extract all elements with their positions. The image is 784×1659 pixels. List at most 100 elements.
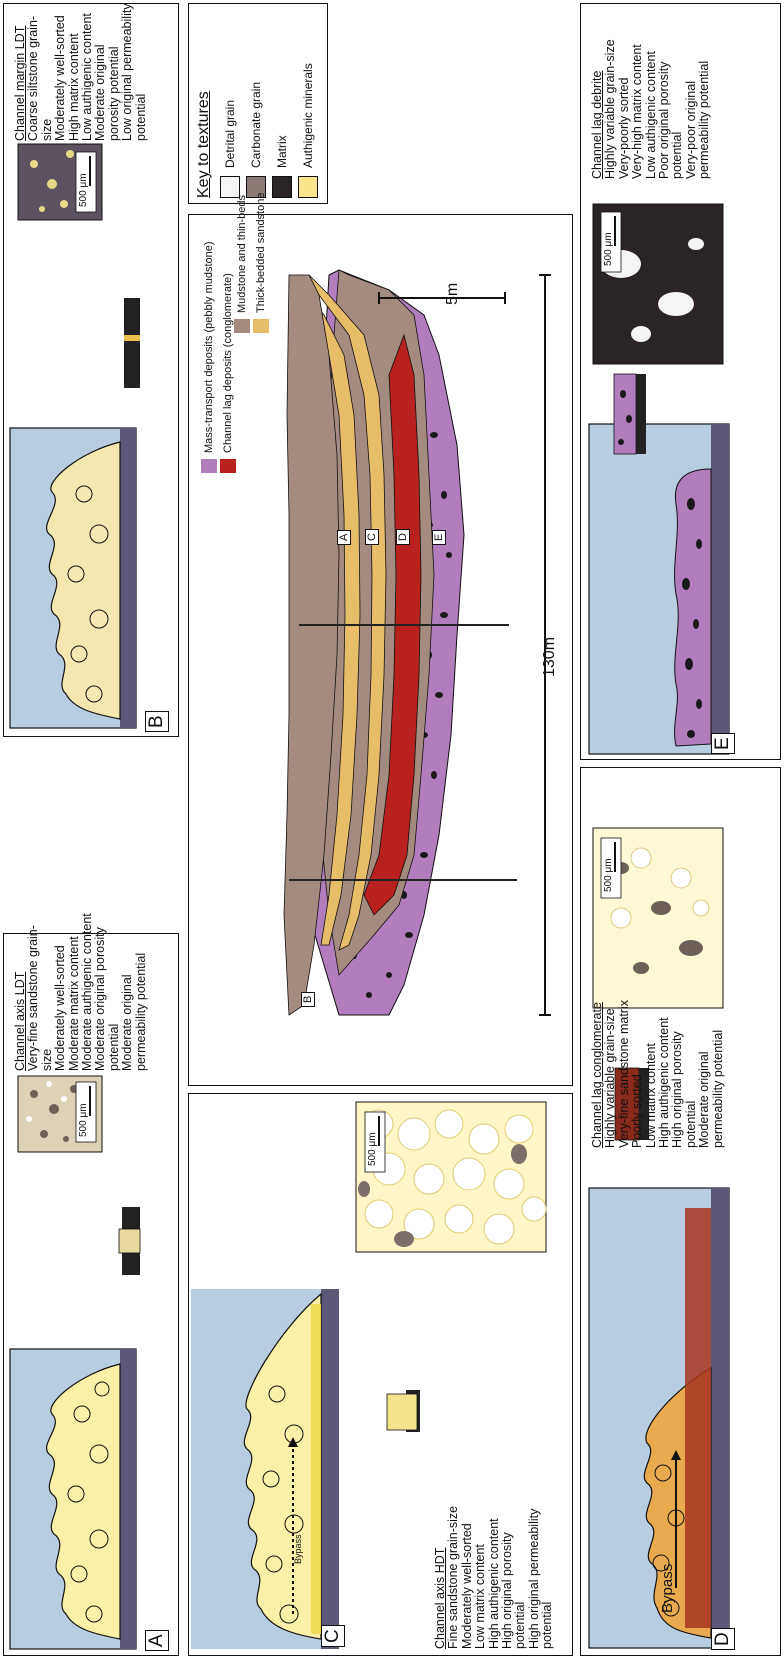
texture-key-label: Carbonate grain [249, 82, 263, 168]
panel-d-line: Highly variable grain-size [604, 1000, 617, 1148]
panel-b-line: porosity potential [108, 3, 121, 141]
panel-b-line: potential [135, 3, 148, 141]
scale-5m: 5m [444, 283, 462, 305]
panel-c: 500 μm Bypass C Channel axis HDT Fine sa… [188, 1093, 573, 1656]
legend-label: Thick-bedded sandstone [255, 193, 267, 313]
panel-b-line: High matrix content [68, 3, 81, 141]
unit-label-b: B [301, 992, 315, 1007]
panel-c-line: Moderately well-sorted [461, 1506, 474, 1649]
panel-e-line: potential [671, 39, 684, 179]
panel-b-title: Channel margin LDT [14, 3, 27, 141]
unit-label-d: D [396, 529, 410, 545]
panel-e-line: Very-high matrix content [631, 39, 644, 179]
panel-b-line: Moderate original [94, 3, 107, 141]
panel-a-line: Very-fine sandstone grain- [27, 913, 40, 1071]
section-legend-2: Mudstone and thin-beds Thick-bedded sand… [234, 193, 269, 333]
panel-c-line: Fine sandstone grain-size [447, 1506, 460, 1649]
panel-e-line: Poor original porosity [658, 39, 671, 179]
panel-c-bypass: Bypass [293, 1534, 303, 1564]
scale-130m: 130m [541, 637, 559, 677]
texture-key-body: Key to textures Detrital grain Carbonate… [195, 63, 321, 198]
section-legend: Mass-transport deposits (pebbly mudstone… [201, 241, 236, 473]
texture-key-title: Key to textures [195, 63, 213, 198]
panel-c-line: High original permeability [528, 1506, 541, 1649]
panel-d: 500 μm Bypass D Channel lag conglomerate… [580, 767, 781, 1656]
legend-sub: (conglomerate) [222, 273, 234, 347]
panel-b-scale: 500 μm [78, 173, 89, 207]
panel-d-line: Moderate original [698, 1000, 711, 1148]
panel-b-letter: B [145, 711, 169, 732]
panel-b-line: Low authigenic content [81, 3, 94, 141]
panel-d-line: High original porosity [671, 1000, 684, 1148]
panel-d-bypass: Bypass [659, 1564, 676, 1613]
panel-d-line: Poorly sorted [631, 1000, 644, 1148]
unit-label-a: A [337, 530, 351, 545]
panel-e-scale: 500 μm [603, 232, 614, 266]
mud-swatch [234, 319, 250, 333]
panel-c-line: potential [514, 1506, 527, 1649]
panel-c-letter: C [321, 1625, 345, 1647]
panel-e: 500 μm E Channel lag debrite Highly vari… [580, 3, 781, 760]
panel-e-text: Channel lag debrite Highly variable grai… [591, 39, 712, 179]
panel-a-line: size [41, 913, 54, 1071]
texture-key-label: Matrix [275, 135, 289, 168]
unit-label-c: C [365, 529, 379, 545]
texture-key: Key to textures Detrital grain Carbonate… [188, 3, 328, 204]
panel-a-line: Moderate matrix content [68, 913, 81, 1071]
panel-d-scale: 500 μm [603, 858, 614, 892]
panel-a-line: Moderate authigenic content [81, 913, 94, 1071]
panel-d-text: Channel lag conglomerate Highly variable… [591, 1000, 725, 1148]
panel-d-line: Low matrix content [645, 1000, 658, 1148]
panel-d-line: potential [685, 1000, 698, 1148]
panel-b: 500 μm B Channel margin LDT Coarse silts… [3, 3, 179, 737]
panel-d-letter: D [711, 1628, 735, 1650]
panel-a-line: Moderate original [121, 913, 134, 1071]
panel-e-line: permeability potential [698, 39, 711, 179]
panel-c-text: Channel axis HDT Fine sandstone grain-si… [434, 1506, 555, 1649]
texture-key-label: Detrital grain [223, 100, 237, 168]
panel-b-line: Low original permeability [121, 3, 134, 141]
unit-label-e: E [432, 530, 446, 545]
legend-label: Mudstone and thin-beds [236, 195, 248, 313]
authigenic-minerals-swatch [298, 176, 318, 198]
panel-e-line: Very-poor original [685, 39, 698, 179]
panel-b-line: Coarse siltstone grain- [27, 3, 40, 141]
panel-a-title: Channel axis LDT [14, 913, 27, 1071]
panel-a-scale: 500 μm [78, 1103, 89, 1137]
cross-section-panel: 130m 5m A B C D E Mass-transport deposit… [188, 214, 573, 1086]
panel-b-text: Channel margin LDT Coarse siltstone grai… [14, 3, 148, 141]
panel-c-line: potential [541, 1506, 554, 1649]
cross-section-art [189, 215, 574, 1087]
panel-c-scale: 500 μm [367, 1132, 378, 1166]
panel-c-title: Channel axis HDT [434, 1506, 447, 1649]
panel-c-line: High authigenic content [488, 1506, 501, 1649]
panel-d-line: High authigenic content [658, 1000, 671, 1148]
panel-b-line: Moderately well-sorted [54, 3, 67, 141]
panel-a-line: Moderate original porosity [94, 913, 107, 1071]
panel-e-title: Channel lag debrite [591, 39, 604, 179]
panel-d-title: Channel lag conglomerate [591, 1000, 604, 1148]
panel-c-line: High original porosity [501, 1506, 514, 1649]
panel-a-line: Moderately well-sorted [54, 913, 67, 1071]
sand-swatch [253, 319, 269, 333]
panel-a-letter: A [145, 1630, 169, 1651]
panel-e-line: Highly variable grain-size [604, 39, 617, 179]
mtd-swatch [201, 459, 217, 473]
legend-label: Channel lag deposits [222, 350, 234, 453]
matrix-swatch [272, 176, 292, 198]
panel-e-letter: E [711, 733, 735, 754]
lag-swatch [220, 459, 236, 473]
legend-label: Mass-transport deposits [203, 336, 215, 453]
panel-e-line: Low authigenic content [645, 39, 658, 179]
panel-d-art [581, 768, 782, 1657]
panel-b-line: size [41, 3, 54, 141]
panel-d-line: Very-fine sandstone matrix [618, 1000, 631, 1148]
texture-key-label: Authigenic minerals [301, 63, 315, 168]
panel-e-line: Very-poorly sorted [618, 39, 631, 179]
panel-c-line: Low matrix content [474, 1506, 487, 1649]
panel-a: 500 μm A Channel axis LDT Very-fine sand… [3, 933, 179, 1656]
panel-a-line: permeability potential [135, 913, 148, 1071]
panel-a-line: potential [108, 913, 121, 1071]
legend-sub: (pebbly mudstone) [203, 241, 215, 332]
panel-a-text: Channel axis LDT Very-fine sandstone gra… [14, 913, 148, 1071]
